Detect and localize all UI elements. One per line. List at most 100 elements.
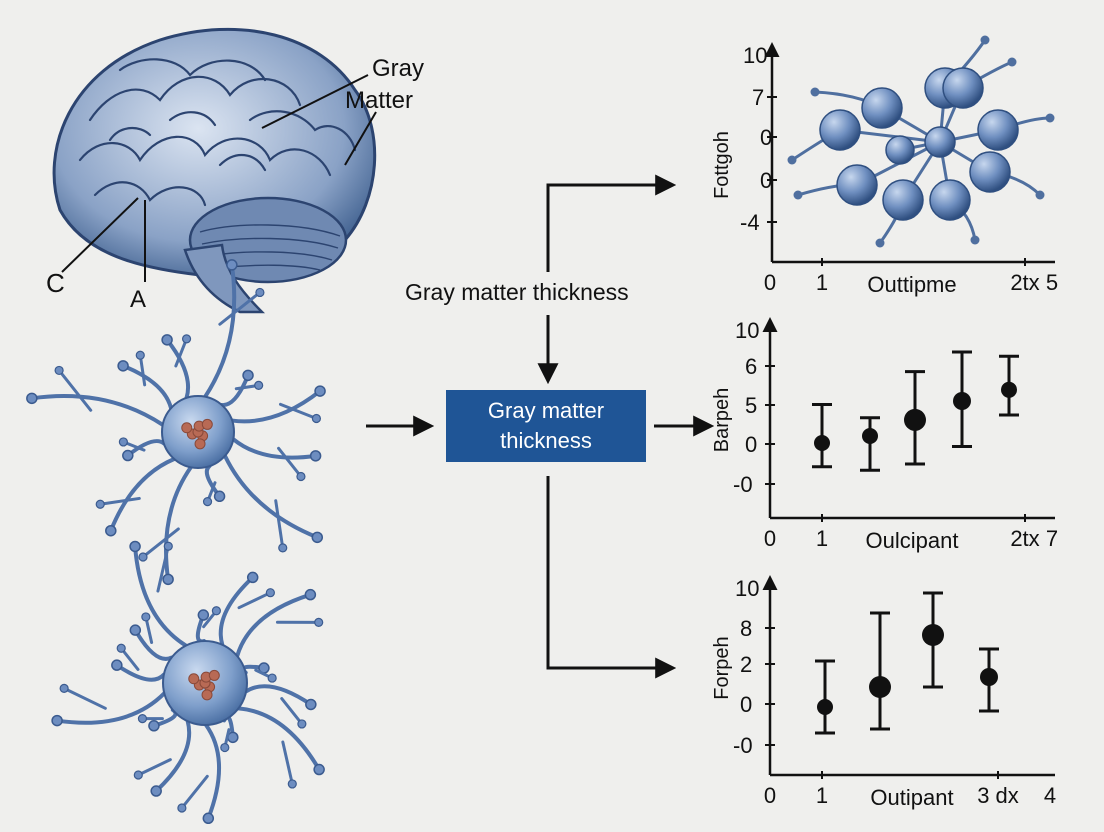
dendrite-tip: [59, 683, 69, 693]
sphere-center: [885, 135, 915, 165]
x-tick-label: 0: [764, 526, 776, 551]
stalk-tip: [1035, 190, 1045, 200]
dendrite-tip: [314, 617, 324, 627]
stalk-tip: [787, 155, 797, 165]
dendrite-tip: [122, 449, 134, 462]
dendrite-branch: [180, 774, 209, 810]
x-axis-label: Outtipme: [867, 272, 956, 297]
x-tick-label: 3 dx: [977, 783, 1019, 808]
dendrite-tip: [26, 392, 38, 405]
dendrite-tip: [267, 673, 277, 683]
dendrite-branch: [98, 496, 141, 506]
dendrite-tip: [296, 471, 306, 482]
dendrite-tip: [242, 369, 254, 382]
dendrite-branch: [280, 697, 304, 726]
dendrite: [231, 437, 318, 460]
dendrite-branch: [136, 758, 172, 777]
dendrite: [154, 719, 192, 794]
arrow-to-chart-1: [546, 174, 677, 272]
y-tick-label: -0: [733, 472, 753, 497]
sphere: [969, 151, 1011, 193]
dendrite-tip: [246, 571, 259, 584]
dendrite-tip: [211, 606, 221, 616]
nucleus-granule: [188, 673, 200, 685]
nucleus-granule: [194, 438, 206, 450]
label-c: C: [46, 268, 65, 298]
y-axis-label: Forpeh: [711, 636, 733, 699]
dendrite: [164, 465, 193, 582]
dendrite-tip: [254, 380, 264, 390]
dendrite-tip: [163, 541, 173, 551]
dendrite-tip: [314, 385, 326, 397]
dendrite: [108, 456, 177, 533]
dendrite-branch: [174, 337, 189, 368]
dendrite: [125, 439, 166, 458]
dendrite-tip: [105, 524, 117, 537]
dendrite: [29, 394, 165, 427]
dendrite-tip: [138, 552, 148, 562]
dendrite-tip: [265, 588, 275, 598]
dendrite-tip: [226, 259, 238, 271]
nucleus-granule: [181, 422, 193, 434]
y-tick-label: -4: [740, 210, 760, 235]
dendrite-tip: [129, 624, 142, 636]
sphere: [942, 67, 984, 109]
dendrite: [204, 722, 222, 821]
dendrite-tip: [135, 350, 145, 360]
dendrite-tip: [213, 490, 226, 503]
dendrite-branch: [237, 591, 272, 610]
stalk-tip: [980, 35, 990, 45]
data-point: [922, 624, 944, 646]
y-tick-label: 7: [752, 85, 764, 110]
data-point: [869, 676, 891, 698]
y-tick-label: 10: [743, 43, 767, 68]
nucleus-granule: [201, 689, 213, 701]
sphere: [861, 87, 903, 129]
dendrite-tip: [137, 714, 148, 724]
dendrite: [121, 363, 174, 411]
x-tick-label: 0: [764, 270, 776, 295]
dendrite-branch: [278, 402, 318, 421]
dendrite-tip: [54, 365, 64, 376]
stalk-tip: [810, 87, 820, 97]
neuron-illustration-1: [26, 259, 326, 586]
flow-arrows: [366, 174, 715, 679]
dendrite-branch: [274, 499, 285, 550]
label-matter: Matter: [345, 87, 413, 114]
data-point: [814, 435, 830, 451]
dendrite-tip: [202, 812, 215, 825]
dendrite-branch: [62, 686, 107, 710]
dendrite-branch: [218, 290, 262, 326]
sphere: [882, 179, 924, 221]
x-tick-label: 1: [816, 526, 828, 551]
stalk-tip: [875, 238, 885, 248]
x-tick-label: 7: [1046, 526, 1058, 551]
sphere: [836, 164, 878, 206]
center-box-line-2: thickness: [500, 428, 592, 453]
y-tick-label: 10: [735, 318, 759, 343]
dendrite-branch: [277, 446, 303, 479]
dendrite-branch: [138, 353, 147, 387]
dendrite: [114, 663, 166, 682]
dendrite: [55, 691, 167, 725]
dendrite-tip: [133, 770, 143, 780]
dendrite: [222, 453, 320, 540]
y-tick-label: 0: [760, 168, 772, 193]
dendrite-tip: [313, 763, 325, 776]
dendrite: [203, 262, 237, 399]
dendrite: [218, 575, 255, 647]
data-point: [862, 428, 878, 444]
neuron-illustration-2: [51, 540, 325, 825]
y-tick-label: 5: [745, 393, 757, 418]
dendrite-branch: [57, 368, 93, 412]
dendrite-branch: [141, 527, 180, 559]
x-tick-label: 5: [1046, 270, 1058, 295]
y-tick-label: -0: [733, 733, 753, 758]
x-tick-label: 2tx: [1010, 526, 1039, 551]
dendrite-tip: [255, 287, 265, 298]
sphere: [819, 109, 861, 151]
dendrite: [165, 337, 191, 400]
